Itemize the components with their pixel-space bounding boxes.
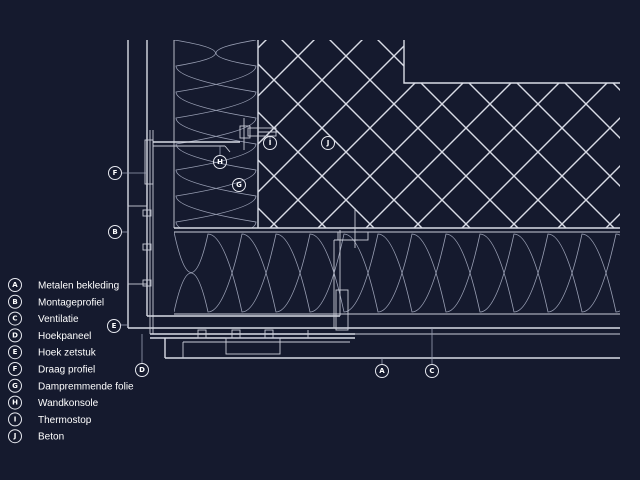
legend-letter: D bbox=[12, 331, 18, 339]
legend-label: Draag profiel bbox=[38, 365, 95, 376]
legend-bubble bbox=[8, 412, 22, 427]
legend-label: Metalen bekleding bbox=[38, 281, 119, 292]
bubble-e: E bbox=[107, 319, 121, 333]
bubble-g: G bbox=[232, 178, 246, 192]
legend-letter: B bbox=[12, 298, 17, 306]
legend-label: Hoekpaneel bbox=[38, 331, 91, 342]
legend-letter: A bbox=[12, 281, 18, 289]
bubble-j: J bbox=[321, 136, 335, 150]
legend-item-b: B Montageprofiel bbox=[8, 294, 104, 309]
legend-bubble bbox=[8, 311, 22, 326]
bubble-a: A bbox=[375, 364, 389, 378]
legend-item-h: H Wandkonsole bbox=[8, 395, 99, 410]
legend-bubble bbox=[8, 278, 22, 292]
legend-label: Ventilatie bbox=[38, 314, 79, 325]
legend-item-f: F Draag profiel bbox=[8, 362, 95, 376]
legend-label: Montageprofiel bbox=[38, 297, 104, 308]
reference-bubbles: F B E D H G I J A C bbox=[107, 136, 439, 378]
legend-item-j: J Beton bbox=[8, 429, 64, 444]
legend-bubble bbox=[8, 378, 22, 393]
svg-text:C: C bbox=[429, 367, 434, 375]
svg-text:E: E bbox=[112, 322, 117, 330]
legend-letter: F bbox=[13, 365, 18, 373]
bubble-h: H bbox=[213, 155, 227, 169]
legend-letter: C bbox=[12, 315, 17, 323]
svg-text:A: A bbox=[379, 367, 385, 375]
legend-label: Hoek zetstuk bbox=[38, 348, 97, 359]
legend-letter: E bbox=[13, 348, 18, 356]
bubble-b: B bbox=[108, 225, 122, 239]
legend-letter: G bbox=[12, 382, 18, 390]
legend-bubble bbox=[8, 395, 22, 410]
legend-item-c: C Ventilatie bbox=[8, 311, 79, 326]
legend-label: Beton bbox=[38, 432, 64, 443]
svg-text:G: G bbox=[236, 181, 242, 189]
bubble-c: C bbox=[425, 364, 439, 378]
legend-letter: H bbox=[12, 399, 18, 407]
legend-item-d: D Hoekpaneel bbox=[8, 328, 91, 343]
svg-text:J: J bbox=[326, 139, 330, 147]
svg-text:I: I bbox=[269, 139, 272, 147]
legend-bubble bbox=[8, 362, 22, 376]
legend-bubble bbox=[8, 345, 22, 360]
concrete-region bbox=[257, 40, 620, 228]
legend-item-a: A Metalen bekleding bbox=[8, 278, 119, 292]
svg-text:B: B bbox=[112, 228, 117, 236]
svg-text:D: D bbox=[139, 366, 145, 374]
bubble-i: I bbox=[263, 136, 277, 150]
bubble-d: D bbox=[135, 363, 149, 377]
legend-bubble bbox=[8, 294, 22, 309]
legend-letter: I bbox=[14, 415, 17, 423]
svg-text:H: H bbox=[217, 158, 223, 166]
wall-lines bbox=[127, 40, 620, 359]
vertical-insulation bbox=[173, 40, 257, 228]
legend-bubble bbox=[8, 429, 22, 444]
horizontal-insulation bbox=[174, 227, 620, 315]
legend-item-i: I Thermostop bbox=[8, 412, 92, 427]
legend-label: Wandkonsole bbox=[38, 398, 99, 409]
leader-lines bbox=[120, 136, 433, 364]
legend-item-e: E Hoek zetstuk bbox=[8, 345, 97, 360]
legend-label: Dampremmende folie bbox=[38, 381, 134, 392]
bubble-f: F bbox=[108, 166, 122, 180]
legend-item-g: G Dampremmende folie bbox=[8, 378, 134, 393]
svg-text:F: F bbox=[113, 169, 118, 177]
legend-letter: J bbox=[13, 432, 17, 440]
legend-label: Thermostop bbox=[38, 415, 92, 426]
legend-bubble bbox=[8, 328, 22, 343]
